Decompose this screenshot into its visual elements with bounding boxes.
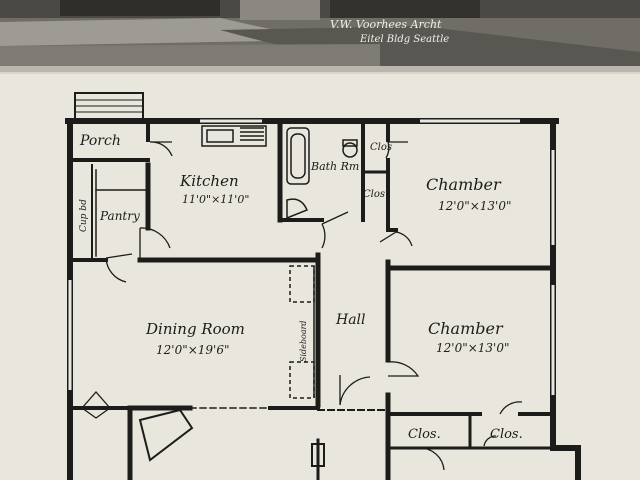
chamber-2-label: Chamber (428, 319, 504, 338)
kitchen-label: Kitchen (179, 172, 239, 190)
walls (65, 92, 581, 480)
chamber-2-size: 12'0"×13'0" (436, 341, 510, 355)
closet-bath-label: Clos (370, 142, 392, 153)
chamber-1-label: Chamber (426, 175, 502, 194)
architect-credit-line-1: V.W. Voorhees Archt (330, 18, 442, 31)
chamber-1-size: 12'0"×13'0" (438, 199, 512, 213)
bath-label: Bath Rm (310, 160, 359, 173)
door-swings (81, 141, 523, 471)
cupboard-label: Cup bd (79, 199, 89, 232)
closet-2-label: Clos. (490, 427, 523, 442)
hall-label: Hall (335, 312, 366, 328)
dining-room-label: Dining Room (145, 320, 245, 338)
closet-hall-label: Clos (363, 189, 385, 200)
closet-1-label: Clos. (408, 427, 441, 442)
dining-room-size: 12'0"×19'6" (156, 343, 230, 357)
fixtures (201, 125, 358, 399)
pantry-label: Pantry (99, 209, 140, 223)
window-sills (67, 118, 556, 395)
sideboard-label: Sideboard (299, 320, 308, 362)
porch-label: Porch (79, 133, 121, 149)
kitchen-size: 11'0"×11'0" (182, 193, 249, 206)
house-photograph (0, 0, 640, 74)
windows (68, 119, 555, 395)
architect-credit-line-2: Eitel Bldg Seattle (359, 34, 449, 45)
